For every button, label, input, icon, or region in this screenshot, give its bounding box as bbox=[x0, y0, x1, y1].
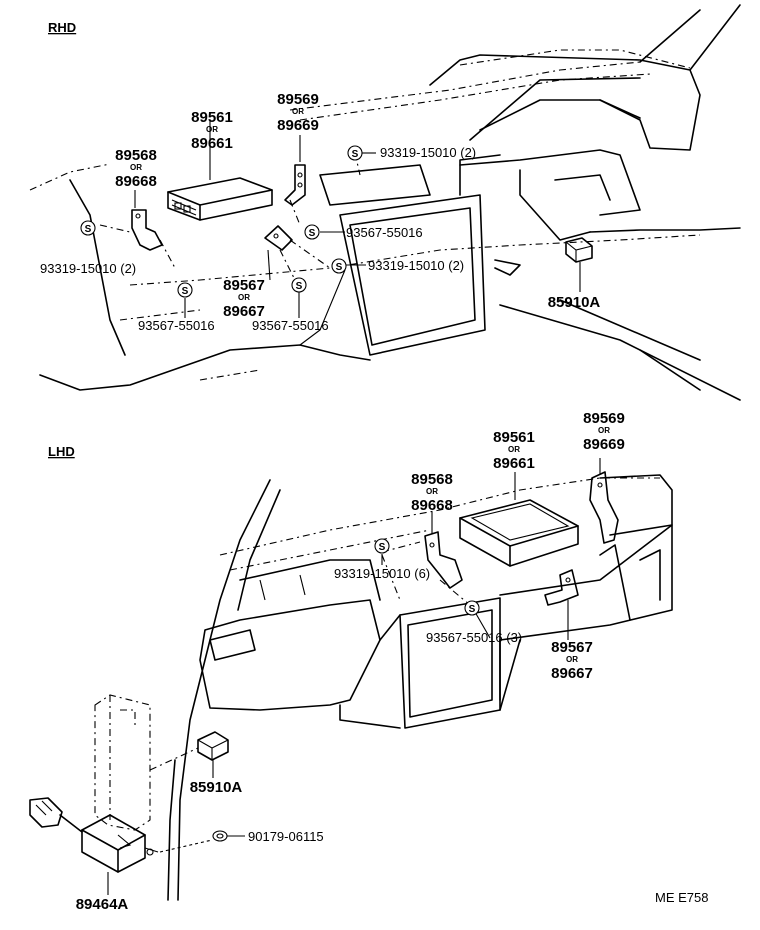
lhd-label-89568: 89568 bbox=[411, 471, 453, 488]
symbol-letter: S bbox=[379, 542, 386, 553]
rhd-label-89669: 89669 bbox=[277, 117, 319, 134]
symbol-letter: S bbox=[336, 262, 343, 273]
rhd-label-nut-right: 93567-55016 bbox=[346, 225, 423, 240]
rhd-bracket-89569 bbox=[284, 164, 306, 206]
symbol-letter: S bbox=[469, 604, 476, 615]
rhd-ecu-module bbox=[167, 177, 273, 221]
or-word: OR bbox=[508, 445, 520, 454]
lhd-label-89569: 89569 bbox=[583, 410, 625, 427]
rhd-label-85910a: 85910A bbox=[548, 294, 601, 311]
rhd-relay-85910a bbox=[565, 237, 593, 292]
lhd-bracket-89569 bbox=[589, 458, 619, 544]
rhd-label-89561: 89561 bbox=[191, 109, 233, 126]
lhd-label-nut: 93567-55016 (3) bbox=[426, 630, 522, 645]
lhd-bracket-89568 bbox=[424, 512, 463, 589]
rhd-label-89661: 89661 bbox=[191, 135, 233, 152]
rhd-label-bolt-left: 93319-15010 (2) bbox=[40, 261, 136, 276]
or-word: OR bbox=[130, 163, 142, 172]
rhd-label-nut-left: 93567-55016 bbox=[138, 318, 215, 333]
rhd-label-89569: 89569 bbox=[277, 91, 319, 108]
rhd-symbol-s-right-nut: S bbox=[304, 224, 320, 240]
symbol-letter: S bbox=[85, 224, 92, 235]
or-word: OR bbox=[598, 426, 610, 435]
drawing-code: ME E758 bbox=[655, 890, 708, 905]
lhd-ecu-module bbox=[459, 472, 579, 567]
rhd-bracket-89568 bbox=[131, 209, 163, 251]
symbol-letter: S bbox=[296, 281, 303, 292]
section-label-lhd: LHD bbox=[48, 444, 75, 459]
rhd-leader-lines bbox=[99, 120, 376, 346]
lhd-symbol-s-bolt: S bbox=[374, 538, 390, 554]
symbol-letter: S bbox=[182, 286, 189, 297]
rhd-label-bolt-mid: 93319-15010 (2) bbox=[368, 258, 464, 273]
lhd-bracket-89567 bbox=[544, 569, 579, 640]
rhd-label-bolt-top: 93319-15010 (2) bbox=[380, 145, 476, 160]
rhd-bracket-89567 bbox=[264, 225, 293, 251]
lhd-label-89567: 89567 bbox=[551, 639, 593, 656]
rhd-symbol-s-nut-center: S bbox=[291, 277, 307, 293]
rhd-symbol-s-left: S bbox=[80, 220, 96, 236]
lhd-label-bolt: 93319-15010 (6) bbox=[334, 566, 430, 581]
lhd-label-89661: 89661 bbox=[493, 455, 535, 472]
rhd-symbol-s-nut-left: S bbox=[177, 282, 193, 298]
or-word: OR bbox=[566, 655, 578, 664]
symbol-letter: S bbox=[352, 149, 359, 160]
lhd-leader-lines bbox=[149, 541, 491, 771]
lhd-clip-90179 bbox=[159, 830, 245, 853]
or-word: OR bbox=[292, 107, 304, 116]
rhd-label-nut-center: 93567-55016 bbox=[252, 318, 329, 333]
rhd-label-89667: 89667 bbox=[223, 303, 265, 320]
rhd-label-89668: 89668 bbox=[115, 173, 157, 190]
or-word: OR bbox=[238, 293, 250, 302]
symbol-letter: S bbox=[309, 228, 316, 239]
lhd-symbol-s-nut: S bbox=[464, 600, 480, 616]
rhd-symbol-s-top: S bbox=[347, 145, 363, 161]
rhd-symbol-s-mid: S bbox=[331, 258, 347, 274]
lhd-label-89561: 89561 bbox=[493, 429, 535, 446]
lhd-label-85910a: 85910A bbox=[190, 779, 243, 796]
lhd-label-clip: 90179-06115 bbox=[248, 829, 324, 844]
lhd-label-89668: 89668 bbox=[411, 497, 453, 514]
lhd-label-89669: 89669 bbox=[583, 436, 625, 453]
lhd-sensor-89464a bbox=[29, 797, 159, 895]
rhd-label-89567: 89567 bbox=[223, 277, 265, 294]
section-label-rhd: RHD bbox=[48, 20, 76, 35]
or-word: OR bbox=[426, 487, 438, 496]
lhd-side-module bbox=[94, 694, 151, 831]
rhd-dashboard-outline bbox=[29, 4, 741, 401]
lhd-label-89667: 89667 bbox=[551, 665, 593, 682]
rhd-label-89568: 89568 bbox=[115, 147, 157, 164]
lhd-relay-85910a bbox=[197, 731, 229, 778]
or-word: OR bbox=[206, 125, 218, 134]
lhd-label-89464a: 89464A bbox=[76, 896, 129, 913]
